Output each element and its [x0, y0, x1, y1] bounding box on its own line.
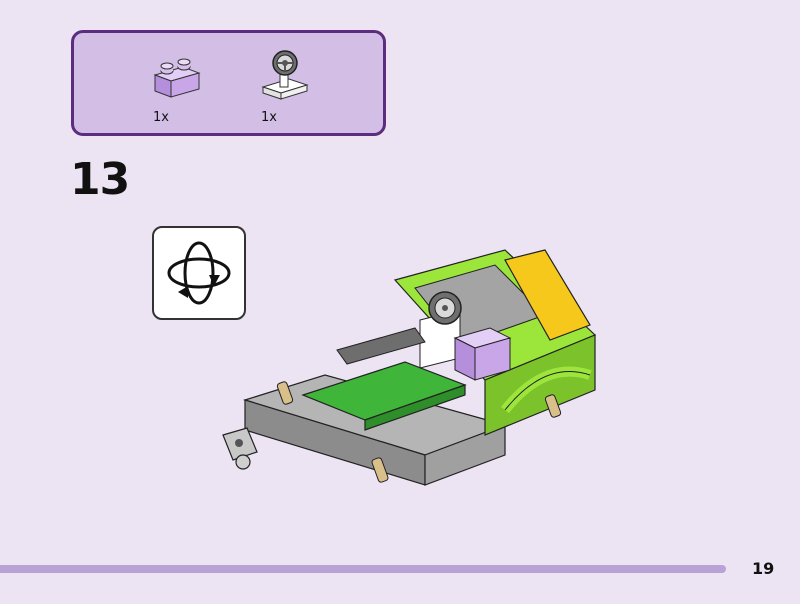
- lavender-brick-icon: [151, 57, 203, 101]
- part-quantity: 1x: [153, 110, 169, 125]
- parts-list-box: 1x 1x: [71, 30, 386, 136]
- part-quantity: 1x: [261, 110, 277, 125]
- model-illustration: [215, 240, 635, 519]
- rotate-model-icon: [154, 228, 244, 322]
- steering-wheel-icon: [259, 47, 311, 105]
- step-number: 13: [70, 154, 130, 205]
- page-number: 19: [752, 559, 775, 578]
- footer-progress-bar: [0, 565, 726, 573]
- rotate-hint-box: [152, 226, 246, 320]
